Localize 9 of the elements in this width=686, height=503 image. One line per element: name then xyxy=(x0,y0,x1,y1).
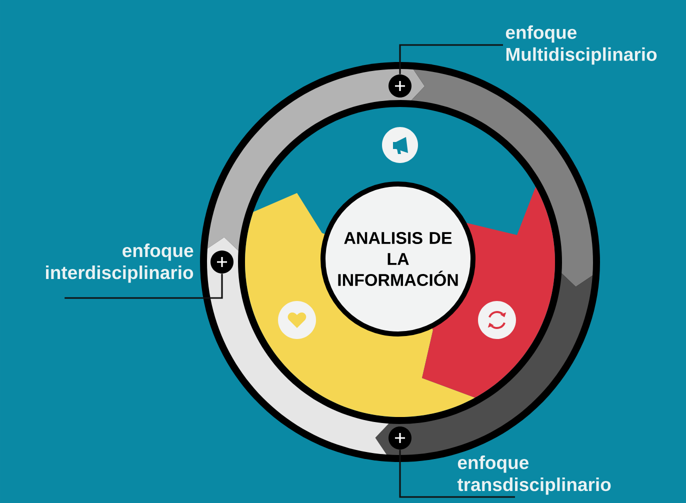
leader-line xyxy=(64,274,223,299)
callout-label: enfoque interdisciplinario xyxy=(46,244,194,283)
plus-button xyxy=(388,74,412,98)
callout-label: enfoque Multidisciplinario xyxy=(506,25,657,65)
callout-label: enfoque transdisciplinario xyxy=(457,456,611,495)
leader-line xyxy=(399,44,503,74)
leader-line xyxy=(399,450,515,498)
plus-button xyxy=(388,426,412,450)
plus-button xyxy=(210,250,234,274)
